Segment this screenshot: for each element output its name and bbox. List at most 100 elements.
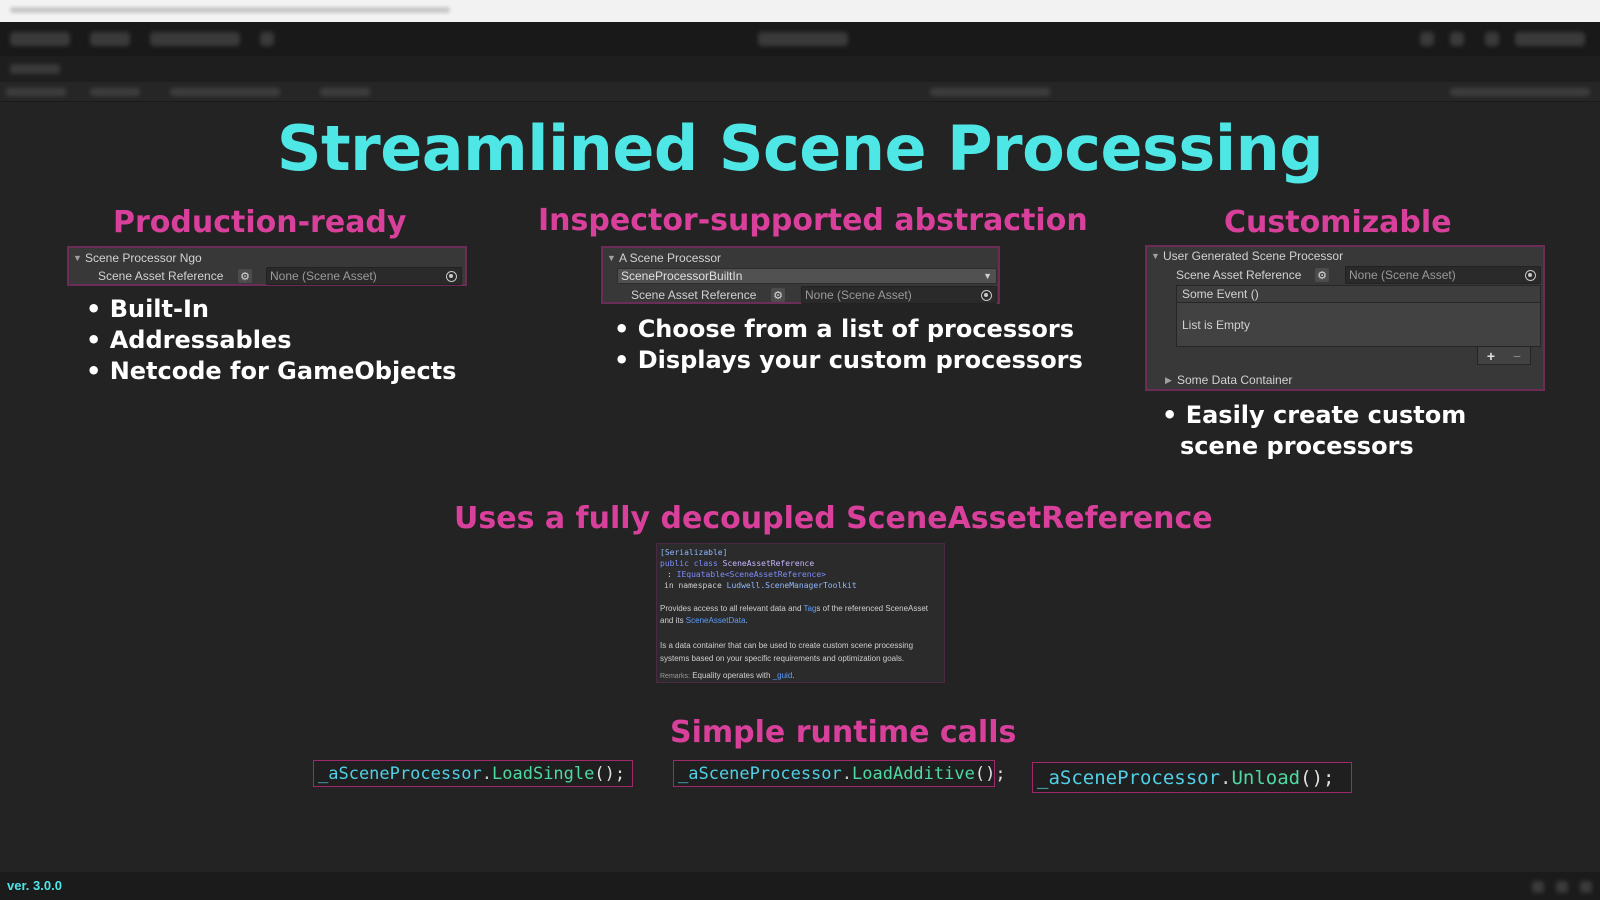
code-call-load-single: _aSceneProcessor.LoadSingle(); [313, 760, 633, 787]
call-object: _aSceneProcessor [678, 763, 842, 784]
doc-desc-line: systems based on your specific requireme… [660, 654, 905, 663]
namespace-text: Ludwell.SceneManagerToolkit [726, 581, 857, 590]
interface-text: IEquatable<SceneAssetReference> [676, 570, 826, 579]
bullet-item: • Built-In [86, 295, 209, 323]
call-dot: . [841, 763, 853, 784]
gear-icon[interactable]: ⚙ [238, 269, 252, 283]
toolbar-blur [150, 32, 240, 46]
toolbar-blur [90, 32, 130, 46]
foldout-a-scene-processor[interactable]: ▼ A Scene Processor [607, 249, 721, 267]
field-label-scene-asset-reference: Scene Asset Reference [98, 269, 224, 283]
inspector-panel-custom: ▼ User Generated Scene Processor Scene A… [1145, 245, 1545, 391]
colon-text: : [667, 570, 672, 579]
toolbar-blur [1420, 32, 1434, 46]
foldout-user-generated[interactable]: ▼ User Generated Scene Processor [1151, 247, 1343, 265]
call-object: _aSceneProcessor [1037, 766, 1221, 789]
scene-bar-blur [170, 88, 280, 96]
add-event-button[interactable]: + [1486, 347, 1496, 364]
call-dot: . [481, 763, 493, 784]
object-picker-icon[interactable] [981, 290, 992, 301]
scene-asset-object-field[interactable]: None (Scene Asset) [266, 267, 462, 285]
foldout-scene-processor-ngo[interactable]: ▼ Scene Processor Ngo [73, 249, 202, 267]
doc-namespace: in namespace Ludwell.SceneManagerToolkit [664, 581, 857, 590]
remarks-label: Remarks: [660, 673, 690, 680]
object-field-value: None (Scene Asset) [270, 269, 377, 283]
remove-event-button[interactable]: − [1512, 347, 1522, 364]
event-list-empty-label: List is Empty [1182, 317, 1251, 332]
code-call-load-additive: _aSceneProcessor.LoadAdditive(); [673, 760, 1006, 787]
bullet-item: scene processors [1180, 432, 1414, 460]
object-picker-icon[interactable] [1525, 270, 1536, 281]
doc-class-decl: public class SceneAssetReference [660, 559, 814, 568]
unity-event-list: List is Empty [1176, 303, 1541, 347]
bullet-list-production: • Built-In • Addressables • Netcode for … [86, 294, 456, 387]
toolbar-blur [1450, 32, 1464, 46]
processor-type-dropdown[interactable]: SceneProcessorBuiltIn ▼ [617, 268, 997, 284]
foldout-collapsed-icon: ▶ [1165, 374, 1172, 385]
foldout-arrow-icon: ▼ [607, 253, 616, 263]
page-title: Streamlined Scene Processing [276, 112, 1324, 185]
status-icon-blur [1556, 881, 1568, 893]
toolbar-blur [1515, 32, 1585, 46]
status-icon-blur [1532, 881, 1544, 893]
code-call-unload: _aSceneProcessor.Unload(); [1032, 762, 1352, 793]
doc-attribute: [Serializable] [660, 548, 727, 557]
foldout-label: Scene Processor Ngo [85, 251, 202, 265]
scene-bar-blur [1450, 88, 1590, 96]
desc-text: s of the referenced SceneAsset [816, 604, 929, 613]
scene-asset-object-field[interactable]: None (Scene Asset) [1345, 266, 1541, 284]
editor-tab-strip [0, 56, 1600, 82]
tag-link[interactable]: Tag [803, 604, 817, 613]
heading-decoupled: Uses a fully decoupled SceneAssetReferen… [454, 501, 1213, 536]
foldout-arrow-icon: ▼ [73, 253, 82, 263]
call-parens: (); [594, 763, 626, 784]
bullet-list-customizable: • Easily create custom scene processors [1162, 400, 1466, 462]
menu-bar-blur [10, 7, 450, 13]
remarks-end: . [792, 671, 795, 680]
heading-runtime-calls: Simple runtime calls [670, 715, 1017, 750]
gear-icon[interactable]: ⚙ [771, 288, 785, 302]
heading-customizable: Customizable [1224, 205, 1452, 240]
bullet-item: • Easily create custom [1162, 401, 1467, 429]
foldout-arrow-icon: ▼ [1151, 251, 1160, 261]
foldout-label: User Generated Scene Processor [1163, 249, 1344, 263]
toolbar-blur [10, 32, 70, 46]
field-label-scene-asset-reference: Scene Asset Reference [631, 288, 757, 302]
toolbar-blur [260, 32, 274, 46]
foldout-label: Some Data Container [1177, 373, 1293, 387]
doc-interface: : IEquatable<SceneAssetReference> [667, 570, 826, 579]
toolbar-blur [1485, 32, 1499, 46]
call-dot: . [1220, 766, 1232, 789]
unity-event-header: Some Event () [1176, 285, 1541, 303]
call-parens: (); [974, 763, 1006, 784]
scene-asset-data-link[interactable]: SceneAssetData [685, 616, 746, 625]
play-controls-blur [758, 32, 848, 46]
foldout-some-data-container[interactable]: ▶ Some Data Container [1165, 371, 1292, 389]
field-label-row: Scene Asset Reference [631, 286, 756, 304]
doc-desc-line: Is a data container that can be used to … [660, 641, 914, 650]
call-method: LoadAdditive [852, 763, 975, 784]
scene-asset-object-field[interactable]: None (Scene Asset) [801, 286, 997, 304]
inspector-panel-abstract: ▼ A Scene Processor SceneProcessorBuiltI… [601, 246, 1000, 304]
field-label-row: Scene Asset Reference [98, 267, 223, 285]
editor-menu-bar [0, 0, 1600, 22]
doc-desc-line: Provides access to all relevant data and… [660, 604, 928, 613]
bullet-item: • Netcode for GameObjects [86, 357, 457, 385]
scene-bar-blur [90, 88, 140, 96]
field-label-scene-asset-reference: Scene Asset Reference [1176, 268, 1302, 282]
scene-bar-blur [930, 88, 1050, 96]
dropdown-value: SceneProcessorBuiltIn [621, 269, 743, 283]
call-method: Unload [1231, 766, 1301, 789]
dropdown-arrow-icon: ▼ [983, 271, 992, 281]
heading-production-ready: Production-ready [113, 205, 407, 240]
object-picker-icon[interactable] [446, 271, 457, 282]
guid-link[interactable]: _guid [772, 671, 793, 680]
bullet-item: • Addressables [86, 326, 292, 354]
editor-status-bar [0, 872, 1600, 900]
bullet-item: • Displays your custom processors [614, 346, 1083, 374]
gear-icon[interactable]: ⚙ [1315, 268, 1329, 282]
call-method: LoadSingle [492, 763, 595, 784]
inspector-panel-ngo: ▼ Scene Processor Ngo Scene Asset Refere… [67, 246, 467, 286]
editor-scene-bar [0, 82, 1600, 102]
object-field-value: None (Scene Asset) [1349, 268, 1456, 282]
